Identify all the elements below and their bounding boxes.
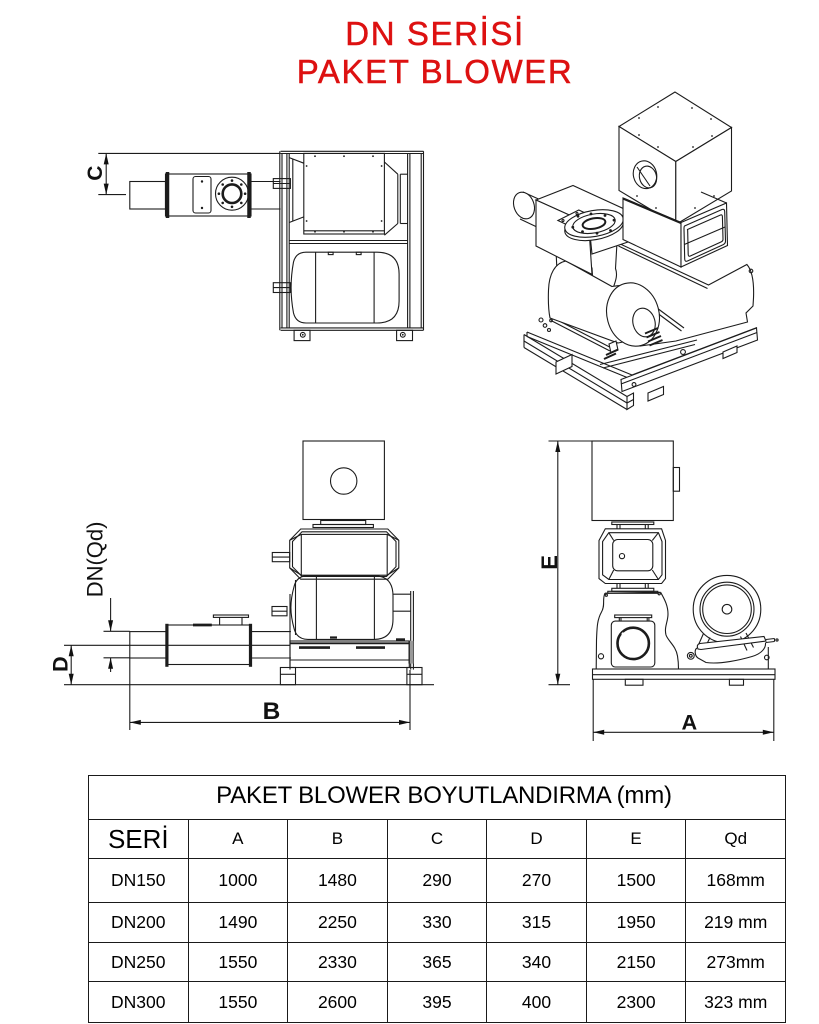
svg-text:E: E bbox=[537, 555, 562, 570]
svg-text:A: A bbox=[682, 710, 698, 735]
svg-text:D: D bbox=[49, 656, 73, 672]
svg-text:B: B bbox=[263, 698, 281, 725]
svg-text:DN(Qd): DN(Qd) bbox=[83, 522, 108, 598]
svg-text:C: C bbox=[84, 166, 107, 181]
